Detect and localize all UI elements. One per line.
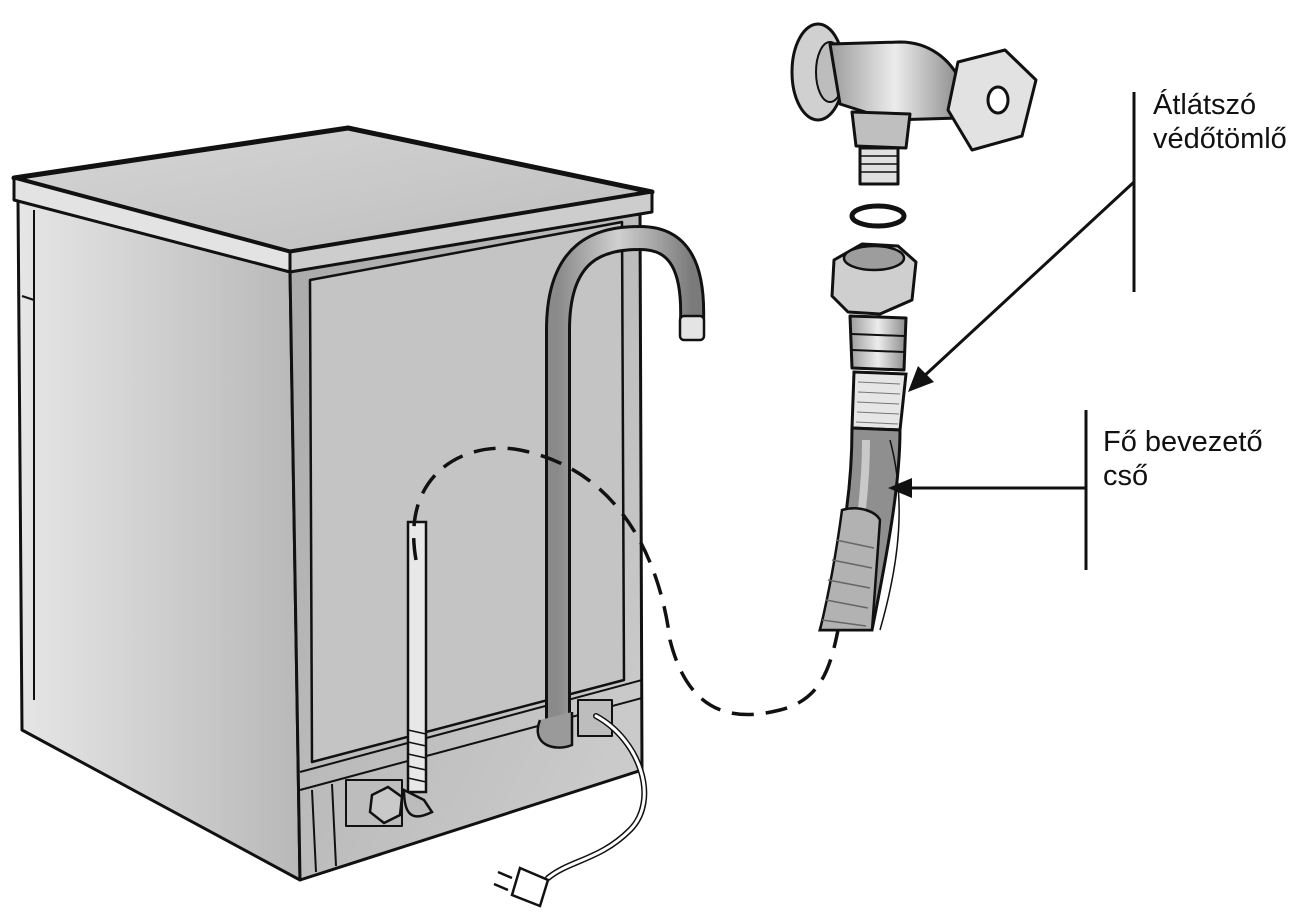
tap-thread <box>858 146 900 186</box>
inlet-stub-nut <box>368 785 404 825</box>
protective-sleeve <box>850 370 908 432</box>
dishwasher-side-panel <box>16 198 302 882</box>
drain-hose-fill <box>548 227 703 730</box>
inlet-stub <box>368 520 434 825</box>
dishwasher-back-recess <box>308 220 626 764</box>
drain-hose-foot <box>536 712 574 749</box>
main-hose-outer-guide <box>879 439 900 631</box>
protective-sleeve-texture <box>855 381 901 425</box>
power-cable-line-inner <box>546 714 646 880</box>
protective-hose-label-line2: védőtömlő <box>1153 123 1287 155</box>
inlet-stub-coil <box>407 729 427 783</box>
main-hose-inner-sleeve <box>818 507 882 632</box>
inlet-hose-assembly <box>818 370 908 632</box>
hose-connector <box>830 242 918 372</box>
drain-hose <box>536 224 706 749</box>
hose-hex-nut-top <box>842 244 906 272</box>
plug-icon <box>493 866 550 908</box>
sealing-washer <box>849 203 907 229</box>
tap-handle-hole <box>986 85 1010 115</box>
callout-protective-hose-arrow-line <box>920 180 1136 380</box>
main-hose-braid <box>821 539 875 627</box>
dishwasher-side-trim <box>21 210 35 700</box>
dishwasher-top-lip-back <box>288 190 654 274</box>
hose-collar-rings <box>851 333 905 353</box>
protective-hose-label-line1: Átlátszó <box>1153 89 1257 121</box>
callout-protective-hose-arrowhead <box>908 366 934 392</box>
power-cable <box>493 713 648 908</box>
callout-protective-hose <box>908 92 1136 392</box>
tap-thread-lines <box>860 155 898 173</box>
tap-outlet-neck <box>850 110 912 150</box>
dishwasher-plinth <box>299 679 643 873</box>
main-inlet-hose-label-line1: Fő bevezető <box>1103 426 1263 458</box>
main-inlet-hose-label: Fő bevezető cső <box>1103 425 1263 493</box>
water-tap <box>790 22 1038 186</box>
main-inlet-hose-label-line2: cső <box>1103 460 1149 492</box>
inlet-stub-tube <box>406 520 428 794</box>
inlet-stub-elbow <box>402 787 434 818</box>
tap-body <box>828 40 962 122</box>
callout-main-hose-arrowhead <box>888 478 912 498</box>
drain-hose-tip <box>678 314 706 342</box>
protective-hose-label: Átlátszó védőtömlő <box>1153 88 1287 156</box>
callout-main-hose <box>888 410 1088 570</box>
hose-collar <box>848 314 908 372</box>
